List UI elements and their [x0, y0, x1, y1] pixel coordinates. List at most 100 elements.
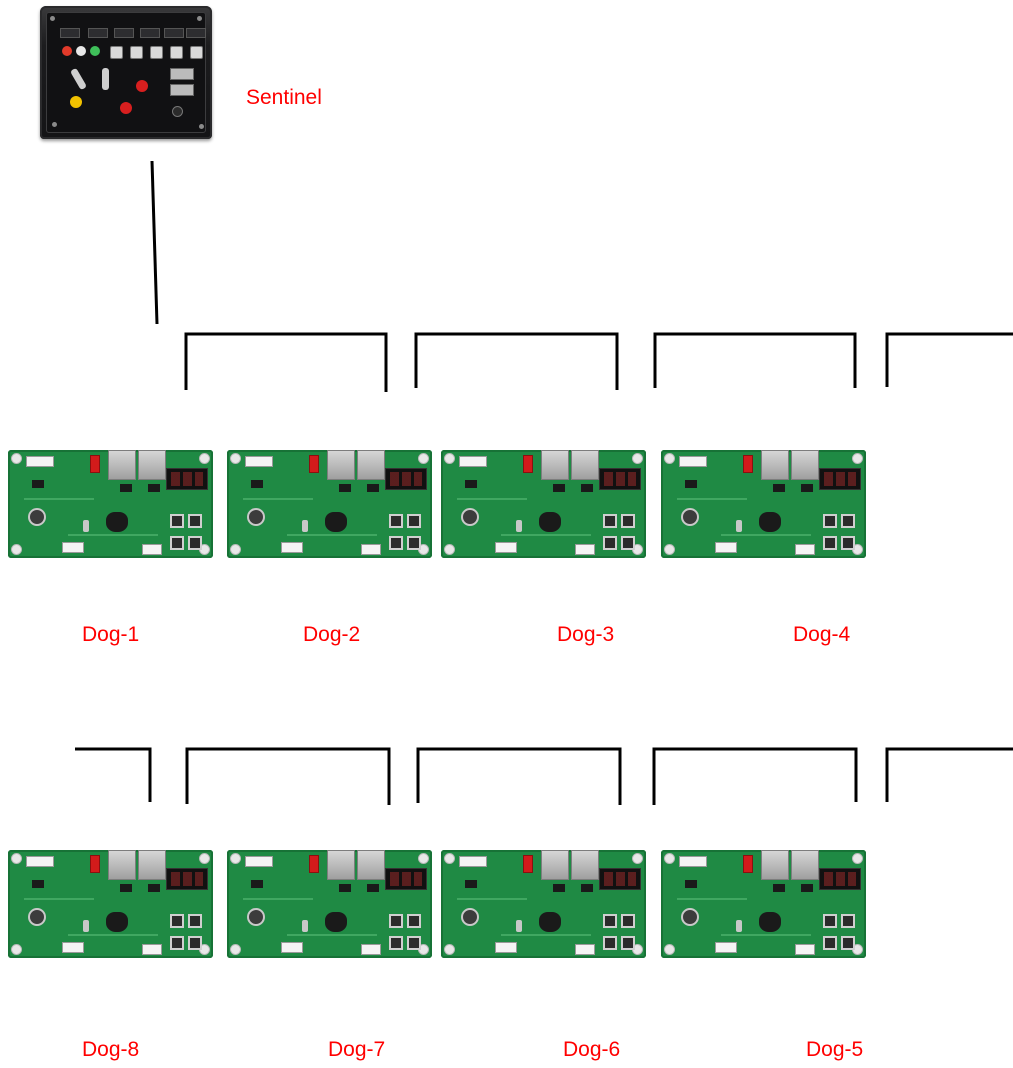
mount-hole-icon [664, 453, 675, 464]
push-button-icon [389, 514, 403, 528]
pcb-board-icon [227, 850, 432, 958]
mount-hole-icon [632, 453, 643, 464]
push-button-icon [621, 514, 635, 528]
push-button-icon [621, 536, 635, 550]
inductor-icon [28, 508, 46, 526]
board-label-dog-3: Dog-3 [557, 623, 615, 646]
header-connector-icon [459, 456, 487, 467]
button-yellow-icon [70, 96, 82, 108]
link-left-to-dog8 [75, 747, 152, 802]
push-button-icon [407, 514, 421, 528]
display-icon [186, 28, 206, 38]
trace-icon [68, 534, 158, 536]
trace-icon [721, 534, 811, 536]
crystal-icon [516, 920, 522, 932]
push-button-icon [170, 914, 184, 928]
display-icon [60, 28, 80, 38]
screw-icon [50, 16, 55, 21]
push-button-icon [170, 514, 184, 528]
mount-hole-icon [444, 944, 455, 955]
crystal-icon [302, 520, 308, 532]
rj45-port-icon [327, 850, 355, 880]
push-button-icon [603, 914, 617, 928]
push-button-icon [407, 936, 421, 950]
display-icon [114, 28, 134, 38]
jumper-icon [90, 855, 100, 873]
switch-icon [170, 46, 183, 59]
seven-segment-display-icon [819, 868, 861, 890]
jumper-icon [523, 455, 533, 473]
screw-icon [52, 122, 57, 127]
button-icon [172, 106, 183, 117]
ic-chip-icon [465, 880, 477, 888]
header-connector-icon [795, 944, 815, 955]
rj45-port-icon [571, 450, 599, 480]
push-button-icon [389, 936, 403, 950]
push-button-icon [841, 514, 855, 528]
board-label-dog-5: Dog-5 [806, 1038, 864, 1061]
push-button-icon [603, 514, 617, 528]
seven-segment-display-icon [385, 868, 427, 890]
push-button-icon [841, 936, 855, 950]
link-dog7-dog6 [416, 747, 622, 805]
switch-icon [190, 46, 203, 59]
push-button-icon [389, 536, 403, 550]
processor-icon [325, 912, 347, 932]
push-button-icon [188, 514, 202, 528]
processor-icon [106, 512, 128, 532]
trace-icon [677, 498, 747, 500]
processor-icon [759, 512, 781, 532]
header-connector-icon [495, 942, 517, 953]
processor-icon [106, 912, 128, 932]
push-button-icon [603, 936, 617, 950]
link-dog2-dog3 [414, 332, 619, 390]
seven-segment-display-icon [385, 468, 427, 490]
screw-icon [199, 124, 204, 129]
mount-hole-icon [852, 853, 863, 864]
header-connector-icon [245, 456, 273, 467]
mount-hole-icon [632, 853, 643, 864]
mount-hole-icon [230, 944, 241, 955]
pcb-board-icon [441, 450, 646, 558]
ic-chip-icon [251, 880, 263, 888]
header-connector-icon [795, 544, 815, 555]
rj45-port-icon [541, 450, 569, 480]
rj45-port-icon [571, 850, 599, 880]
header-connector-icon [26, 456, 54, 467]
crystal-icon [736, 520, 742, 532]
seven-segment-display-icon [819, 468, 861, 490]
rj45-port-icon [761, 450, 789, 480]
rj45-port-icon [541, 850, 569, 880]
inductor-icon [461, 508, 479, 526]
header-connector-icon [575, 944, 595, 955]
ic-chip-icon [581, 884, 593, 892]
trace-icon [287, 534, 377, 536]
ic-chip-icon [465, 480, 477, 488]
header-connector-icon [245, 856, 273, 867]
header-connector-icon [679, 856, 707, 867]
push-button-icon [621, 936, 635, 950]
push-button-icon [170, 536, 184, 550]
switch-icon [110, 46, 123, 59]
push-button-icon [407, 914, 421, 928]
pcb-board-icon [8, 850, 213, 958]
rj45-port-icon [327, 450, 355, 480]
pcb-board-icon [227, 450, 432, 558]
board-label-dog-2: Dog-2 [303, 623, 361, 646]
trace-icon [501, 934, 591, 936]
mount-hole-icon [230, 544, 241, 555]
ic-chip-icon [685, 880, 697, 888]
mount-hole-icon [444, 453, 455, 464]
jumper-icon [309, 455, 319, 473]
mount-hole-icon [664, 944, 675, 955]
mount-hole-icon [199, 453, 210, 464]
push-button-icon [823, 514, 837, 528]
mount-hole-icon [444, 853, 455, 864]
trace-icon [457, 498, 527, 500]
push-button-icon [389, 914, 403, 928]
link-dog8-dog7 [185, 747, 391, 805]
led-icon [76, 46, 86, 56]
processor-icon [325, 512, 347, 532]
link-dog1-dog2 [184, 332, 388, 392]
ic-chip-icon [148, 884, 160, 892]
